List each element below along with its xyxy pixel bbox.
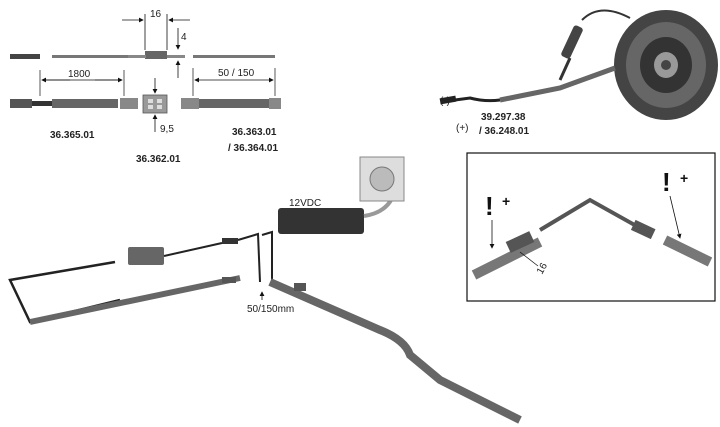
part-strip: 39.297.38 xyxy=(481,112,526,123)
cable-body xyxy=(52,99,118,108)
cable-connector-end xyxy=(120,98,138,109)
voltage-label: 12VDC xyxy=(289,198,321,209)
plus-right: + xyxy=(680,170,688,186)
soldering-iron xyxy=(561,25,583,59)
part-lead: 36.363.01 xyxy=(232,127,277,138)
lead-side-view xyxy=(193,55,275,58)
connector-height-label: 4 xyxy=(181,32,187,43)
cable-plug xyxy=(10,99,32,108)
dimension-drawing: 16 4 1800 50 / 150 9,5 xyxy=(10,9,281,165)
cable-length-label: 1800 xyxy=(68,69,91,80)
strip-unrolled xyxy=(499,65,616,103)
lead-connector-end xyxy=(181,98,199,109)
part-lead-alt: / 36.364.01 xyxy=(228,143,278,154)
lead-length-label: 50 / 150 xyxy=(218,68,255,79)
installation-scene: 12VDC 50/150mm xyxy=(8,156,522,424)
cable-side-view xyxy=(52,55,130,58)
plus-left: + xyxy=(502,193,510,209)
detail-box: ! + ! + 16 xyxy=(466,152,716,302)
power-supply xyxy=(278,208,364,234)
solder-tip xyxy=(558,57,572,81)
wire-lead xyxy=(454,96,501,103)
detail-connector xyxy=(505,231,535,253)
connector-width-label: 16 xyxy=(150,9,162,20)
led-strip-reel: (-) (+) 39.297.38 / 36.248.01 xyxy=(439,9,718,137)
polarity-negative: (-) xyxy=(440,96,450,107)
part-connector: 36.362.01 xyxy=(136,154,181,165)
distributor-box xyxy=(128,247,164,265)
detail-gap-label: 16 xyxy=(535,261,550,277)
strip-right xyxy=(268,278,522,424)
detail-lead xyxy=(538,197,641,232)
lead-body xyxy=(199,99,269,108)
lead-label: 50/150mm xyxy=(247,304,294,315)
cable-plug-side xyxy=(10,54,40,59)
warning-left-icon: ! xyxy=(485,191,494,221)
part-strip-alt: / 36.248.01 xyxy=(479,126,529,137)
strip-left xyxy=(29,275,241,325)
warning-right-icon: ! xyxy=(662,167,671,197)
connector-depth-label: 9,5 xyxy=(160,124,174,135)
connector-top-view xyxy=(142,94,168,114)
detail-frame xyxy=(466,152,716,302)
wire-plug xyxy=(439,95,457,105)
polarity-positive: (+) xyxy=(456,123,469,134)
part-cable: 36.365.01 xyxy=(50,130,95,141)
connector-side-view xyxy=(145,51,167,59)
